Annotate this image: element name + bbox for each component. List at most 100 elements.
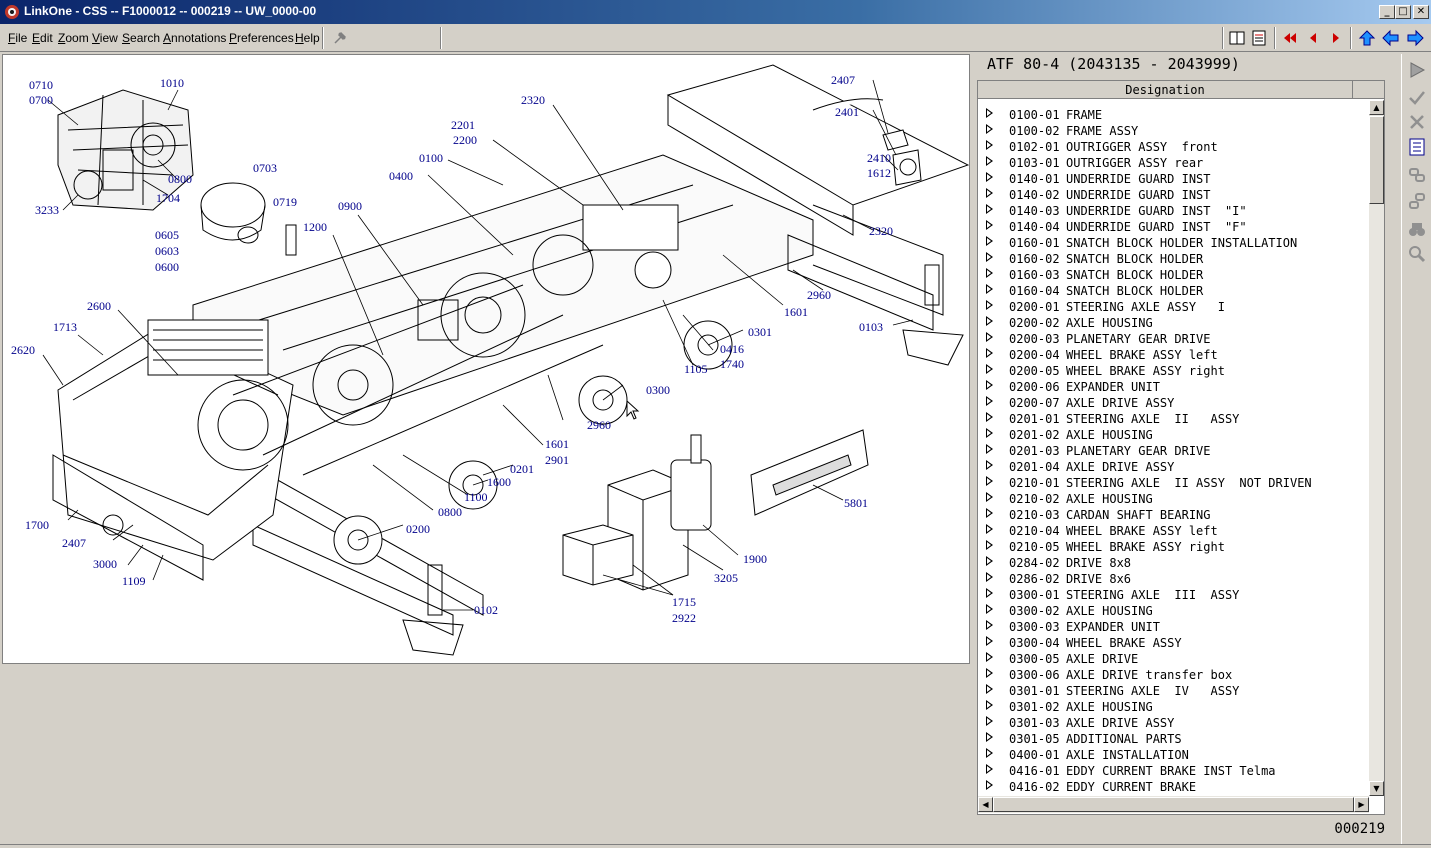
expand-arrow-icon[interactable]	[986, 476, 993, 486]
callout-label[interactable]: 0700	[29, 93, 53, 107]
callout-label[interactable]: 1600	[487, 475, 511, 489]
callout-label[interactable]: 1700	[25, 518, 49, 532]
callout-label[interactable]: 2901	[545, 453, 569, 467]
play-icon[interactable]	[1407, 60, 1427, 80]
callout-label[interactable]: 2960	[587, 418, 611, 432]
menu-edit[interactable]: Edit	[32, 31, 53, 45]
expand-arrow-icon[interactable]	[986, 444, 993, 454]
unlink-icon[interactable]	[1407, 191, 1427, 211]
callout-label[interactable]: 0900	[338, 199, 362, 213]
callout-label[interactable]: 1010	[160, 76, 184, 90]
scroll-left-button[interactable]: ◀	[978, 797, 993, 812]
expand-arrow-icon[interactable]	[986, 364, 993, 374]
callout-label[interactable]: 0400	[389, 169, 413, 183]
expand-arrow-icon[interactable]	[986, 620, 993, 630]
callout-label[interactable]: 0719	[273, 195, 297, 209]
expand-arrow-icon[interactable]	[986, 252, 993, 262]
expand-arrow-icon[interactable]	[986, 540, 993, 550]
callout-label[interactable]: 0703	[253, 161, 277, 175]
menu-file[interactable]: File	[8, 31, 28, 45]
expand-arrow-icon[interactable]	[986, 572, 993, 582]
expand-arrow-icon[interactable]	[986, 348, 993, 358]
callout-label[interactable]: 1612	[867, 166, 891, 180]
callout-label[interactable]: 2200	[453, 133, 477, 147]
expand-arrow-icon[interactable]	[986, 524, 993, 534]
exploded-view-drawing[interactable]: 0710 0700 1010 0800 1704 3233 0703 0719 …	[2, 54, 970, 664]
callout-label[interactable]: 2201	[451, 118, 475, 132]
previous-page-icon[interactable]	[1303, 29, 1323, 47]
callout-label[interactable]: 2922	[672, 611, 696, 625]
check-icon[interactable]	[1407, 88, 1427, 108]
callout-label[interactable]: 1740	[720, 357, 744, 371]
expand-arrow-icon[interactable]	[986, 124, 993, 134]
column-header[interactable]: Designation	[978, 81, 1384, 99]
expand-arrow-icon[interactable]	[986, 700, 993, 710]
back-icon[interactable]	[1381, 29, 1401, 47]
expand-arrow-icon[interactable]	[986, 236, 993, 246]
callout-label[interactable]: 0710	[29, 78, 53, 92]
expand-arrow-icon[interactable]	[986, 556, 993, 566]
menu-preferences[interactable]: Preferences	[229, 31, 294, 45]
expand-arrow-icon[interactable]	[986, 380, 993, 390]
expand-arrow-icon[interactable]	[986, 492, 993, 502]
expand-arrow-icon[interactable]	[986, 748, 993, 758]
callout-label[interactable]: 0800	[438, 505, 462, 519]
callout-label[interactable]: 5801	[844, 496, 868, 510]
maximize-button[interactable]: □	[1395, 5, 1411, 19]
callout-label[interactable]: 2407	[62, 536, 86, 550]
expand-arrow-icon[interactable]	[986, 652, 993, 662]
expand-arrow-icon[interactable]	[986, 268, 993, 278]
callout-label[interactable]: 3233	[35, 203, 59, 217]
minimize-button[interactable]: _	[1379, 5, 1395, 19]
callout-label[interactable]: 0102	[474, 603, 498, 617]
callout-label[interactable]: 1601	[545, 437, 569, 451]
callout-label[interactable]: 2410	[867, 151, 891, 165]
expand-arrow-icon[interactable]	[986, 140, 993, 150]
callout-label[interactable]: 0103	[859, 320, 883, 334]
expand-arrow-icon[interactable]	[986, 668, 993, 678]
zoom-search-icon[interactable]	[1407, 244, 1427, 264]
book-icon[interactable]	[1227, 29, 1247, 47]
expand-arrow-icon[interactable]	[986, 172, 993, 182]
expand-arrow-icon[interactable]	[986, 780, 993, 790]
expand-arrow-icon[interactable]	[986, 396, 993, 406]
pin-icon[interactable]	[330, 29, 350, 47]
callout-label[interactable]: 2620	[11, 343, 35, 357]
callout-label[interactable]: 1109	[122, 574, 146, 588]
callout-label[interactable]: 1100	[464, 490, 488, 504]
expand-arrow-icon[interactable]	[986, 188, 993, 198]
callout-label[interactable]: 0800	[168, 172, 192, 186]
expand-arrow-icon[interactable]	[986, 716, 993, 726]
expand-arrow-icon[interactable]	[986, 204, 993, 214]
expand-arrow-icon[interactable]	[986, 636, 993, 646]
expand-arrow-icon[interactable]	[986, 156, 993, 166]
vertical-scrollbar[interactable]: ▲ ▼	[1369, 100, 1384, 796]
callout-label[interactable]: 2320	[521, 93, 545, 107]
expand-arrow-icon[interactable]	[986, 684, 993, 694]
expand-arrow-icon[interactable]	[986, 604, 993, 614]
